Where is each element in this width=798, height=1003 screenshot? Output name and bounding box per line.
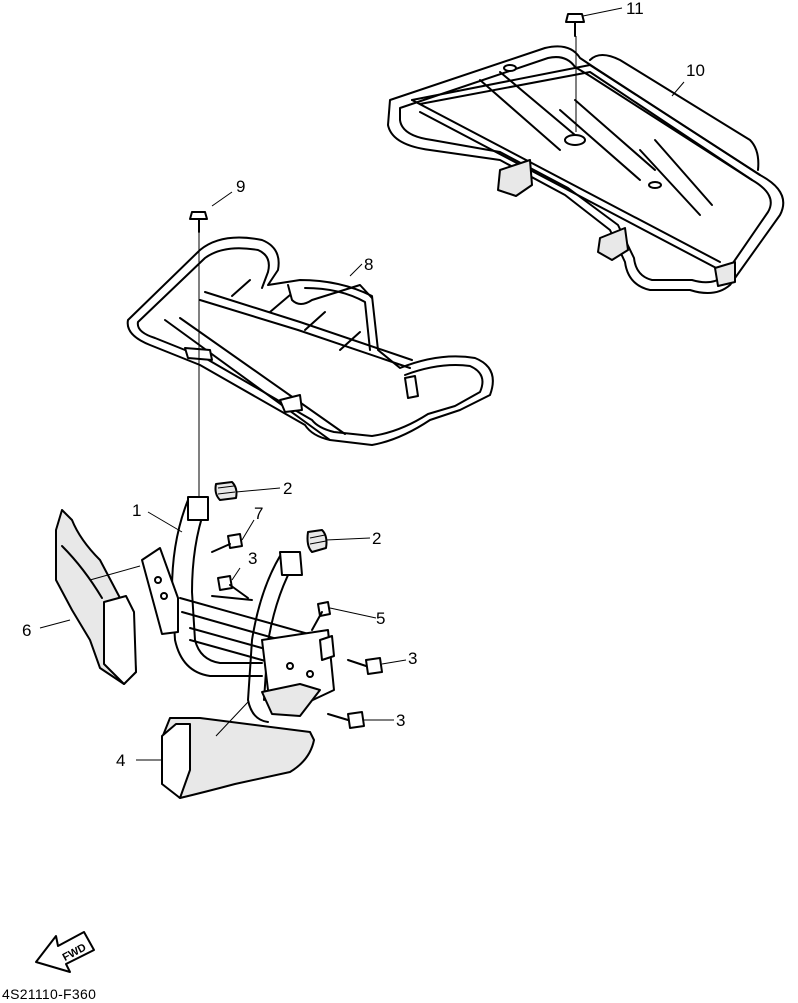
screw-5 bbox=[311, 601, 331, 631]
callout-10: 10 bbox=[686, 61, 705, 80]
callout-1: 1 bbox=[132, 501, 142, 520]
drawing-code: 4S21110-F360 bbox=[2, 986, 97, 1002]
grommet-upper bbox=[214, 481, 238, 501]
rear-carrier bbox=[387, 45, 785, 295]
callout-11: 11 bbox=[626, 0, 644, 18]
front-carrier bbox=[126, 236, 494, 446]
grommet-lower bbox=[306, 529, 328, 553]
screw-7 bbox=[211, 533, 243, 553]
callout-2-upper: 2 bbox=[283, 479, 293, 498]
callout-3-middle: 3 bbox=[408, 649, 418, 668]
callout-4: 4 bbox=[116, 751, 126, 770]
callout-2-lower: 2 bbox=[372, 529, 382, 548]
front-cover bbox=[161, 701, 315, 799]
fwd-arrow-icon: FWD bbox=[35, 931, 95, 973]
callout-7: 7 bbox=[254, 504, 264, 523]
bolt-9 bbox=[189, 211, 208, 500]
callout-9: 9 bbox=[236, 177, 246, 196]
bolt-3-middle bbox=[347, 657, 383, 675]
callout-8: 8 bbox=[364, 255, 374, 274]
front-guard bbox=[141, 496, 335, 723]
callout-6: 6 bbox=[22, 621, 32, 640]
leader-lines bbox=[39, 7, 685, 761]
side-cover bbox=[55, 509, 141, 685]
callout-3-upper: 3 bbox=[248, 549, 258, 568]
bolt-3-lower bbox=[327, 711, 365, 729]
callout-3-lower: 3 bbox=[396, 711, 406, 730]
bolt-3-upper bbox=[217, 575, 249, 599]
bolt-11 bbox=[565, 13, 585, 132]
callout-5: 5 bbox=[376, 609, 386, 628]
